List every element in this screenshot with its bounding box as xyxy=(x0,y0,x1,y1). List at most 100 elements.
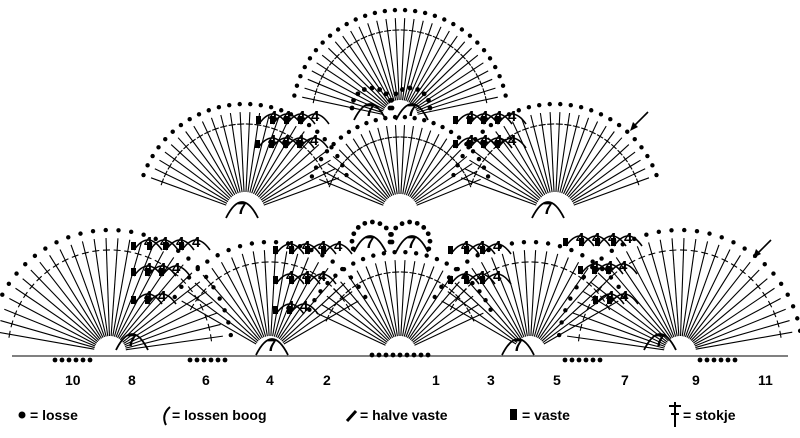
chain-dot-icon xyxy=(205,259,210,264)
chain-dot-icon xyxy=(590,259,595,264)
chain-dot-icon xyxy=(516,108,521,113)
chain-dot-icon xyxy=(335,27,341,32)
stitch-stem xyxy=(256,131,305,197)
chain-arch-icon xyxy=(643,333,677,351)
stitch-stem xyxy=(447,291,518,343)
arch-stack-mid-right-row3: 44 xyxy=(593,288,639,305)
single-crochet-icon xyxy=(283,140,288,148)
chain-dot-icon xyxy=(414,220,420,226)
chain-dot-icon xyxy=(377,221,383,227)
stitch-stem xyxy=(384,261,398,337)
double-crochet-icon xyxy=(300,266,308,271)
double-crochet-icon xyxy=(514,130,521,135)
double-crochet-icon xyxy=(177,149,183,156)
double-crochet-icon xyxy=(483,270,491,275)
chain-dot-icon xyxy=(320,253,325,258)
chain-dot-icon xyxy=(644,232,649,237)
double-crochet-icon xyxy=(350,150,357,156)
chain-dot-icon xyxy=(371,253,376,258)
arch-count-label: 4 xyxy=(311,108,320,125)
chain-dot-icon xyxy=(590,357,596,363)
stitch-stem xyxy=(159,159,229,203)
single-crochet-icon xyxy=(607,296,612,304)
chain-dot-icon xyxy=(206,108,211,113)
stitch-stem xyxy=(441,300,517,345)
stitch-stem xyxy=(115,246,154,338)
chain-dot-icon xyxy=(639,145,644,150)
chain-dot-icon xyxy=(141,172,146,178)
chain-dot-icon xyxy=(424,253,429,258)
double-crochet-icon xyxy=(309,270,317,275)
chain-dot-icon xyxy=(415,87,421,92)
double-crochet-icon xyxy=(582,313,586,321)
double-crochet-icon xyxy=(196,134,204,139)
stitch-stem xyxy=(692,287,775,344)
double-crochet-icon xyxy=(475,73,480,80)
stitch-stem xyxy=(671,238,680,337)
stitch-stem xyxy=(411,41,466,105)
legend: = losse = lossen boog = halve vaste = va… xyxy=(18,402,736,427)
stitch-stem xyxy=(681,239,697,337)
double-crochet-icon xyxy=(363,142,370,148)
stitch-stem xyxy=(406,270,444,339)
legend-item-single-crochet: = vaste xyxy=(510,407,570,423)
double-crochet-icon xyxy=(241,263,250,267)
chain-dot-icon xyxy=(351,231,357,237)
chain-dot-icon xyxy=(351,261,356,266)
stitch-stem xyxy=(316,312,386,346)
double-crochet-icon xyxy=(755,283,761,290)
double-crochet-icon xyxy=(426,275,433,280)
chain-dot-icon xyxy=(456,135,462,140)
row-number-3: 3 xyxy=(487,372,495,388)
stitch-stem xyxy=(247,112,261,193)
chain-dot-icon xyxy=(578,105,584,110)
stitch-stem xyxy=(533,253,559,337)
arch-count-label: 4 xyxy=(318,268,327,285)
stitch-stem xyxy=(695,320,790,349)
chain-dot-icon xyxy=(426,246,432,252)
double-crochet-icon xyxy=(251,262,259,265)
double-crochet-icon xyxy=(194,295,200,302)
double-crochet-icon xyxy=(344,155,351,162)
chain-dot-icon xyxy=(103,227,108,233)
double-crochet-icon xyxy=(370,140,377,144)
chain-dot-icon xyxy=(0,292,5,297)
chain-dot-icon xyxy=(381,251,387,256)
chain-dot-icon xyxy=(372,10,378,16)
chain-dot-icon xyxy=(654,172,659,178)
double-crochet-icon xyxy=(610,143,617,150)
chain-dot-icon xyxy=(399,221,405,227)
legend-label-double-crochet: = stokje xyxy=(683,407,736,423)
row-number-11: 11 xyxy=(758,372,773,388)
stitch-stem xyxy=(686,249,731,338)
chain-dot-icon xyxy=(369,85,375,91)
stitch-stem xyxy=(693,297,781,345)
chain-dot-icon xyxy=(128,229,134,235)
double-crochet-icon xyxy=(581,127,589,131)
stitch-stem xyxy=(211,267,262,340)
chain-dot-icon xyxy=(329,145,334,150)
single-crochet-icon xyxy=(287,306,292,314)
single-crochet-icon xyxy=(147,242,152,250)
double-crochet-icon xyxy=(207,323,211,331)
stitch-stem xyxy=(409,35,458,104)
single-crochet-icon xyxy=(611,238,616,246)
chain-dot-icon xyxy=(597,357,603,363)
stitch-stem xyxy=(557,112,571,193)
double-crochet-icon xyxy=(207,281,214,287)
seven-loop-low-left: 7 xyxy=(115,331,149,351)
double-crochet-icon xyxy=(335,167,341,174)
stitch-stem xyxy=(358,26,394,102)
chain-dot-icon xyxy=(470,149,476,154)
double-crochet-icon xyxy=(223,270,231,275)
stitch-stem xyxy=(249,114,270,193)
chain-dot-icon xyxy=(569,357,575,363)
single-crochet-icon xyxy=(255,140,260,148)
chain-dot-icon xyxy=(725,357,731,363)
chain-dot-icon xyxy=(609,248,614,254)
stitch-stem xyxy=(316,62,386,109)
double-crochet-icon xyxy=(550,263,559,267)
single-crochet-icon xyxy=(464,246,469,254)
